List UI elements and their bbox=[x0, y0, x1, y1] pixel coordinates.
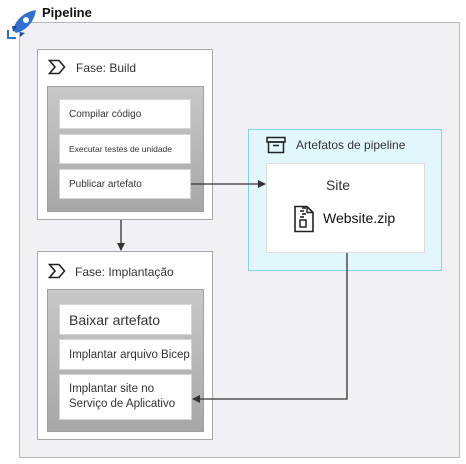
task-publish-artifact[interactable]: Publicar artefato bbox=[59, 169, 191, 199]
task-deploy-site-line1: Implantar site no bbox=[69, 383, 155, 395]
task-compile-code[interactable]: Compilar código bbox=[59, 99, 191, 129]
task-deploy-site-app-service[interactable]: Implantar site no Serviço de Aplicativo bbox=[59, 374, 192, 420]
chevron-stage-icon bbox=[48, 59, 66, 75]
task-deploy-bicep[interactable]: Implantar arquivo Bicep bbox=[59, 339, 192, 370]
zip-file-icon bbox=[294, 205, 314, 233]
site-artifact-card bbox=[266, 163, 425, 253]
archive-box-icon bbox=[266, 136, 286, 154]
task-download-artifact[interactable]: Baixar artefato bbox=[59, 304, 192, 335]
artifacts-title: Artefatos de pipeline bbox=[296, 138, 406, 152]
build-stage-title: Fase: Build bbox=[76, 61, 137, 75]
artifacts-to-deploy-arrow bbox=[192, 253, 348, 403]
site-label: Site bbox=[325, 177, 351, 193]
azure-pipelines-icon bbox=[7, 10, 36, 39]
deploy-stage-title: Fase: Implantação bbox=[75, 265, 174, 279]
chevron-stage-icon bbox=[48, 263, 66, 279]
task-run-unit-tests[interactable]: Executar testes de unidade bbox=[59, 134, 191, 164]
zip-file-name: Website.zip bbox=[323, 210, 396, 226]
pipeline-title: Pipeline bbox=[42, 5, 92, 20]
task-deploy-site-line2: Serviço de Aplicativo bbox=[69, 398, 176, 410]
